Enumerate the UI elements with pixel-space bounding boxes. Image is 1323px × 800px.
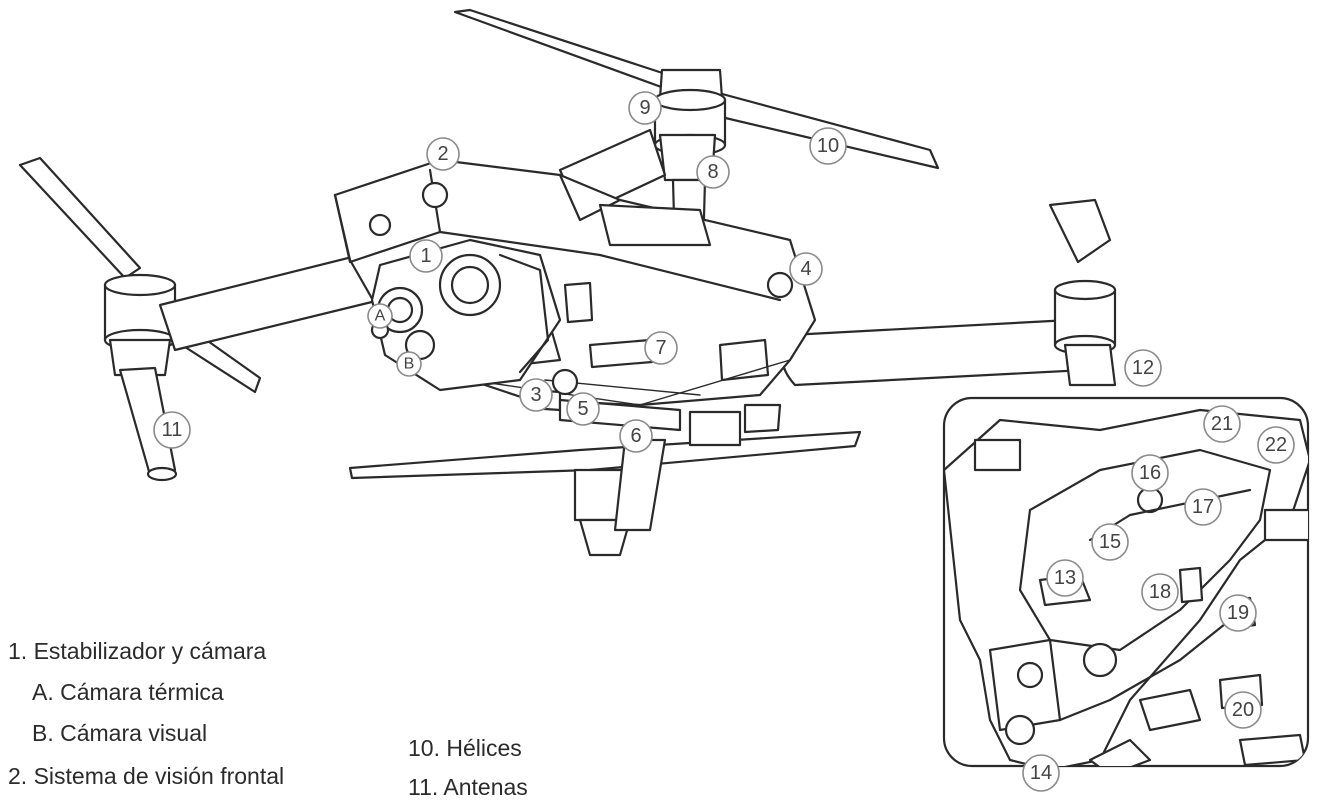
motor-right <box>1048 198 1117 387</box>
callout-17: 17 <box>1184 488 1222 526</box>
legend-item-11: 11. Antenas <box>408 774 528 800</box>
svg-text:16: 16 <box>1139 462 1161 484</box>
svg-text:12: 12 <box>1132 357 1154 379</box>
svg-text:3: 3 <box>530 384 541 406</box>
svg-text:18: 18 <box>1149 581 1171 603</box>
callout-5: 5 <box>566 392 600 426</box>
callout-11: 11 <box>153 411 191 449</box>
legend-item-1a: A. Cámara térmica <box>32 679 224 705</box>
legend-item-10: 10. Hélices <box>408 735 522 761</box>
callout-6: 6 <box>619 419 653 453</box>
callout-3: 3 <box>519 378 553 412</box>
svg-text:20: 20 <box>1232 699 1254 721</box>
svg-text:19: 19 <box>1227 602 1249 624</box>
callout-4: 4 <box>789 252 823 286</box>
svg-text:9: 9 <box>639 97 650 119</box>
svg-text:21: 21 <box>1211 413 1233 435</box>
drone-illustration <box>18 8 1117 557</box>
callout-A: A <box>367 303 393 329</box>
svg-text:1: 1 <box>420 245 431 267</box>
arm-right <box>781 318 1087 387</box>
svg-text:11: 11 <box>162 419 183 441</box>
landing-leg-rear <box>573 438 667 557</box>
callout-7: 7 <box>644 331 678 365</box>
svg-text:14: 14 <box>1030 762 1052 784</box>
svg-text:8: 8 <box>707 161 718 183</box>
svg-text:B: B <box>404 356 415 373</box>
callout-13: 13 <box>1046 559 1084 597</box>
callout-22: 22 <box>1257 426 1295 464</box>
svg-text:13: 13 <box>1054 567 1076 589</box>
callout-B: B <box>396 351 422 377</box>
arm-left <box>158 253 382 352</box>
svg-text:6: 6 <box>630 425 641 447</box>
legend-item-1: 1. Estabilizador y cámara <box>8 638 267 664</box>
svg-text:22: 22 <box>1265 434 1287 456</box>
callout-16: 16 <box>1131 454 1169 492</box>
svg-text:4: 4 <box>800 258 811 280</box>
svg-text:2: 2 <box>437 143 448 165</box>
svg-text:15: 15 <box>1099 531 1121 553</box>
callout-14: 14 <box>1022 754 1060 792</box>
svg-text:A: A <box>375 308 386 325</box>
legend-item-2: 2. Sistema de visión frontal <box>8 763 285 789</box>
callout-9: 9 <box>628 91 662 125</box>
callout-18: 18 <box>1141 573 1179 611</box>
motor-left <box>103 273 178 482</box>
svg-text:5: 5 <box>577 398 588 420</box>
callout-10: 10 <box>809 127 847 165</box>
callout-2: 2 <box>426 137 460 171</box>
svg-text:10: 10 <box>817 135 839 157</box>
svg-text:7: 7 <box>655 337 666 359</box>
callout-20: 20 <box>1224 691 1262 729</box>
callout-19: 19 <box>1219 594 1257 632</box>
legend-item-1b: B. Cámara visual <box>32 720 208 746</box>
callout-15: 15 <box>1091 523 1129 561</box>
callout-12: 12 <box>1124 349 1162 387</box>
svg-text:17: 17 <box>1192 496 1214 518</box>
callout-1: 1 <box>409 239 443 273</box>
callout-21: 21 <box>1203 405 1241 443</box>
bottom-sensor <box>551 368 579 396</box>
callout-8: 8 <box>696 155 730 189</box>
